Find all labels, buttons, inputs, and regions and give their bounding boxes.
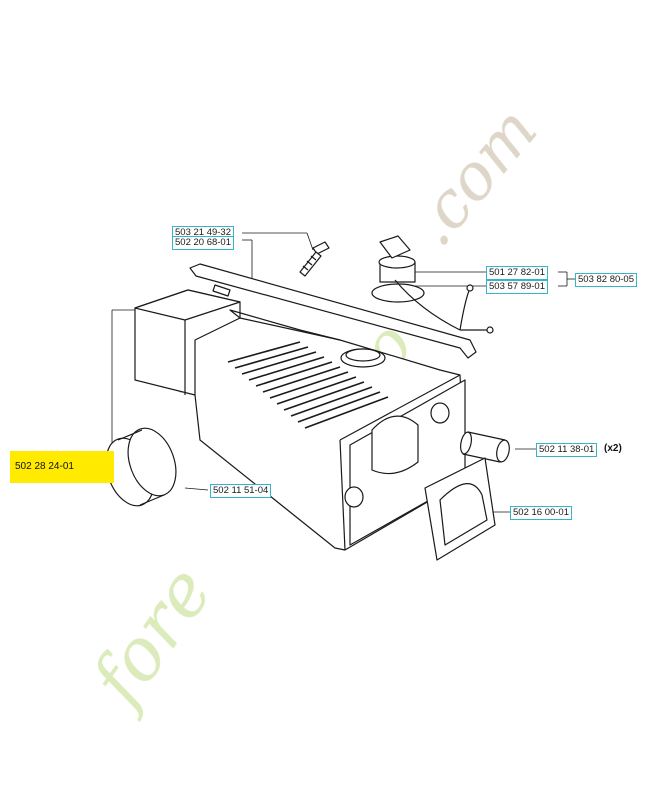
svg-text:.com: .com	[396, 94, 553, 261]
gasket	[424, 457, 496, 561]
part-label-502-20-68-01[interactable]: 502 20 68-01	[172, 236, 234, 250]
ring	[105, 427, 177, 507]
housing	[134, 289, 466, 551]
part-label-502-11-38-01[interactable]: 502 11 38-01	[536, 443, 598, 457]
quantity-note: (x2)	[604, 443, 622, 454]
part-label-502-11-51-04[interactable]: 502 11 51-04	[210, 484, 272, 498]
watermark-text: fore	[72, 551, 228, 724]
part-label-501-27-82-01[interactable]: 501 27 82-01	[486, 266, 548, 280]
part-label-503-82-80-05[interactable]: 503 82 80-05	[575, 273, 637, 287]
bracket	[189, 263, 477, 359]
part-label-503-57-89-01[interactable]: 503 57 89-01	[486, 280, 548, 294]
bolt	[299, 241, 330, 277]
part-label-502-28-24-01[interactable]: 502 28 24-01	[10, 451, 114, 483]
pin	[460, 431, 510, 463]
part-label-502-16-00-01[interactable]: 502 16 00-01	[510, 506, 572, 520]
fuel-cap	[371, 235, 494, 334]
